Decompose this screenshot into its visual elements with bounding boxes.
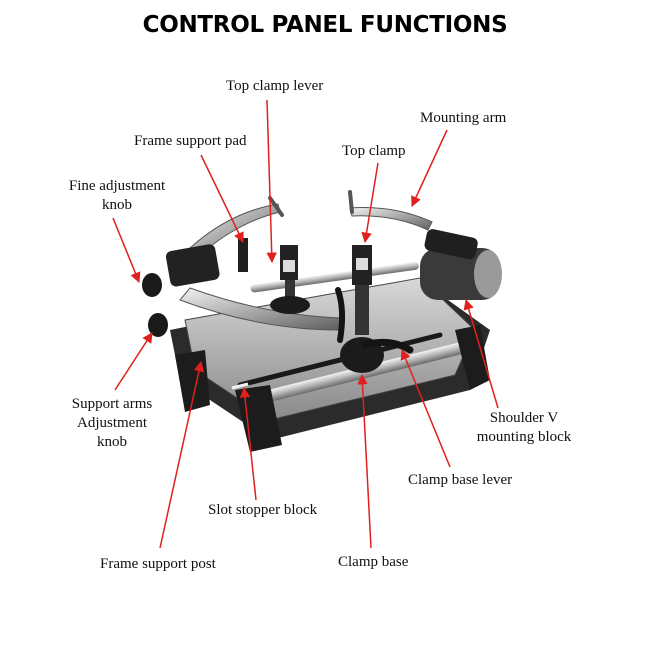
label-support-arms-adjustment-knob: Support arms Adjustment knob (62, 395, 162, 452)
clamp-left-stand (285, 280, 295, 310)
shoulder-roller (474, 250, 502, 298)
front-foot (235, 385, 282, 452)
mounting-arm (349, 207, 433, 231)
right-foot (455, 325, 490, 390)
label-top-clamp: Top clamp (342, 143, 406, 159)
clamp-base-lever-2 (335, 287, 346, 343)
label-fine-adjustment-knob: Fine adjustment knob (58, 177, 176, 215)
arrow-clamp-base (357, 373, 372, 549)
diagram-title: CONTROL PANEL FUNCTIONS (142, 12, 508, 38)
clamp-left-head (283, 260, 295, 272)
callout-arrows (112, 99, 499, 549)
clamp-base-lever (361, 338, 414, 354)
post-left (238, 238, 248, 272)
label-support-arms-line1: Support arms (71, 396, 153, 412)
label-slot-stopper-block: Slot stopper block (208, 502, 318, 518)
label-clamp-base: Clamp base (338, 554, 409, 570)
label-top-clamp-lever: Top clamp lever (226, 78, 324, 94)
label-frame-support-post: Frame support post (100, 556, 216, 572)
frame-pad-left (165, 244, 220, 287)
label-support-arms-line2: Adjustment (77, 415, 147, 431)
label-frame-support-pad: Frame support pad (134, 133, 247, 149)
slot-stopper (231, 382, 249, 390)
arrow-slot-stopper (239, 386, 257, 501)
label-support-arms-line3: knob (97, 434, 127, 450)
arrow-frame-support-post (159, 360, 205, 549)
clamp-right-stand (355, 285, 369, 335)
arrow-frame-support-pad (200, 154, 244, 243)
stringing-machine (142, 190, 502, 452)
support-knob (148, 313, 168, 337)
arrow-support-arms (114, 332, 153, 391)
label-fine-adjustment-line1: Fine adjustment (68, 178, 166, 194)
label-clamp-base-lever: Clamp base lever (408, 472, 513, 488)
arrow-shoulder-v (463, 298, 499, 409)
mounting-arm-hook (348, 190, 354, 214)
label-fine-adjustment-line2: knob (102, 197, 132, 213)
arrow-top-clamp-lever (266, 99, 277, 264)
clamp-right-head (356, 258, 368, 270)
shoulder-pad (424, 229, 478, 260)
label-shoulder-v-line1: Shoulder V (489, 410, 559, 426)
label-mounting-arm: Mounting arm (420, 110, 507, 126)
label-shoulder-v-mounting-block: Shoulder V mounting block (466, 409, 582, 447)
label-shoulder-v-line2: mounting block (476, 429, 572, 445)
arrow-top-clamp (361, 162, 379, 244)
clamp-rail (237, 332, 443, 388)
top-clamp-lever (268, 196, 284, 217)
arrow-fine-adjustment (112, 217, 141, 283)
clamp-left-base (270, 296, 310, 314)
arrow-mounting-arm (411, 129, 448, 207)
fine-knob (142, 273, 162, 297)
arrow-clamp-base-lever (400, 349, 451, 468)
